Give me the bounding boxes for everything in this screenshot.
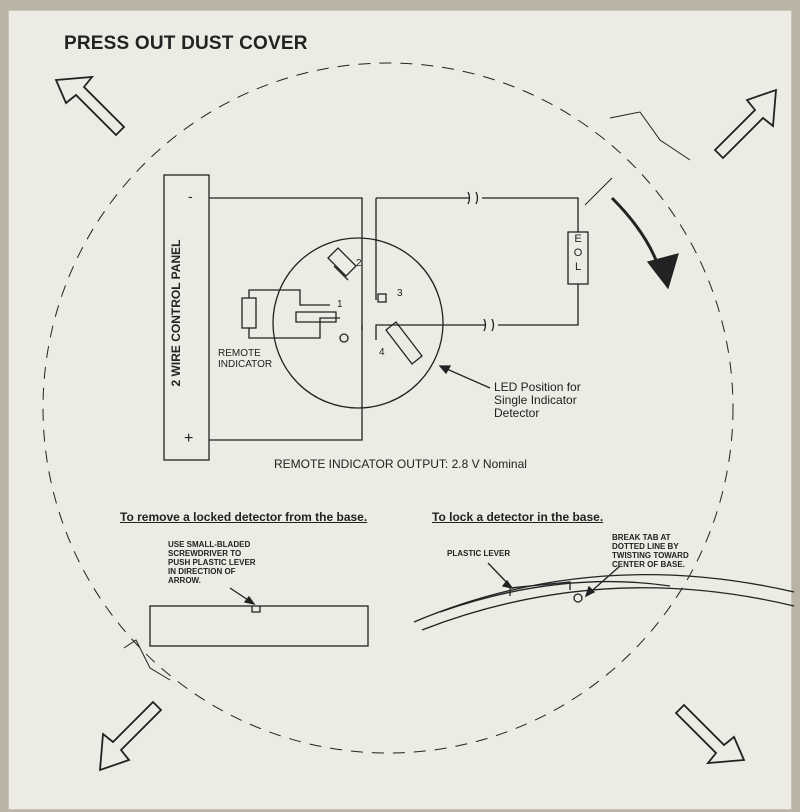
remove-note-line: USE SMALL-BLADED bbox=[168, 540, 251, 549]
bottom-left-notch bbox=[123, 639, 171, 681]
lock-heading: To lock a detector in the base. bbox=[432, 510, 604, 524]
remove-heading: To remove a locked detector from the bas… bbox=[120, 510, 368, 524]
rotate-arrow-head bbox=[646, 253, 679, 290]
terminal-number-1: 1 bbox=[337, 299, 343, 310]
lock-plastic-lever bbox=[509, 581, 571, 596]
remove-note-line: IN DIRECTION OF bbox=[168, 567, 236, 576]
terminal-minus-label: - bbox=[188, 188, 193, 204]
remove-note-line: SCREWDRIVER TO bbox=[168, 549, 242, 558]
wire-eol-bottom bbox=[498, 284, 579, 326]
terminal-plus-label: + bbox=[184, 430, 194, 447]
eol-letter: O bbox=[573, 247, 583, 259]
lever-pointer-head bbox=[501, 579, 514, 590]
remove-lever-notch bbox=[251, 606, 261, 613]
lock-base-arc-inner bbox=[421, 587, 795, 631]
eol-letter: L bbox=[574, 261, 582, 273]
terminal-tab-4 bbox=[385, 321, 423, 365]
remove-note-line: PUSH PLASTIC LEVER bbox=[168, 558, 256, 567]
wire-terminal-4 bbox=[375, 324, 485, 340]
dust-cover-card bbox=[8, 10, 792, 810]
page-title: PRESS OUT DUST COVER bbox=[64, 33, 308, 54]
detector-circle bbox=[272, 237, 444, 409]
remote-output-label: REMOTE INDICATOR OUTPUT: 2.8 V Nominal bbox=[274, 457, 527, 471]
dust-cover-outline bbox=[42, 62, 734, 754]
tab-note-line: BREAK TAB AT bbox=[612, 533, 671, 542]
eol-label: E O L bbox=[570, 232, 586, 274]
eol-letter: E bbox=[574, 233, 582, 245]
terminal-tab-1 bbox=[295, 311, 337, 323]
remote-indicator-box bbox=[241, 297, 257, 329]
corner-arrow-top-right bbox=[713, 88, 778, 160]
terminal-tab-2 bbox=[327, 247, 357, 281]
plastic-lever-label: PLASTIC LEVER bbox=[447, 549, 511, 558]
terminal-number-2: 2 bbox=[356, 258, 362, 269]
control-panel-label: 2 WIRE CONTROL PANEL bbox=[169, 239, 183, 387]
remove-note: USE SMALL-BLADED SCREWDRIVER TO PUSH PLA… bbox=[168, 540, 256, 585]
wire-negative bbox=[209, 197, 363, 330]
led-position-label: LED Position for Single Indicator Detect… bbox=[494, 381, 581, 420]
corner-arrow-bottom-right bbox=[674, 703, 746, 765]
remote-indicator-label: REMOTE INDICATOR bbox=[218, 348, 272, 370]
tab-note-line: DOTTED LINE BY bbox=[612, 542, 679, 551]
led-label-line: Detector bbox=[494, 406, 540, 420]
remote-wire-top bbox=[248, 289, 330, 306]
tab-pointer-head bbox=[584, 585, 596, 598]
tab-note-line: TWISTING TOWARD bbox=[612, 551, 689, 560]
remote-indicator-line: REMOTE bbox=[218, 348, 261, 359]
wire-break-top bbox=[467, 191, 479, 205]
break-tab-note: BREAK TAB AT DOTTED LINE BY TWISTING TOW… bbox=[612, 533, 689, 569]
corner-arrow-top-left bbox=[54, 75, 126, 137]
led-label-line: LED Position for bbox=[494, 380, 581, 394]
terminal-number-3: 3 bbox=[397, 288, 403, 299]
remove-pointer-head bbox=[243, 595, 256, 606]
control-panel-box bbox=[163, 174, 210, 461]
terminal-number-4: 4 bbox=[379, 347, 385, 358]
remote-wire-bottom bbox=[248, 317, 340, 339]
wire-positive bbox=[209, 325, 363, 441]
top-right-notch bbox=[609, 111, 691, 161]
remove-detector-rect bbox=[149, 605, 369, 647]
lock-detector-arc bbox=[439, 580, 671, 613]
wire-eol-top-right bbox=[482, 197, 579, 232]
remove-note-line: ARROW. bbox=[168, 576, 201, 585]
top-tab-mark bbox=[584, 177, 613, 206]
remote-indicator-line: INDICATOR bbox=[218, 359, 273, 370]
tab-note-line: CENTER OF BASE. bbox=[612, 560, 685, 569]
break-tab bbox=[573, 593, 583, 603]
led-label-line: Single Indicator bbox=[494, 393, 577, 407]
corner-arrow-bottom-left bbox=[98, 700, 163, 772]
terminal-3-square bbox=[377, 293, 387, 303]
wire-break-bottom bbox=[483, 318, 495, 332]
center-screw bbox=[339, 333, 349, 343]
led-pointer-head bbox=[438, 365, 452, 375]
